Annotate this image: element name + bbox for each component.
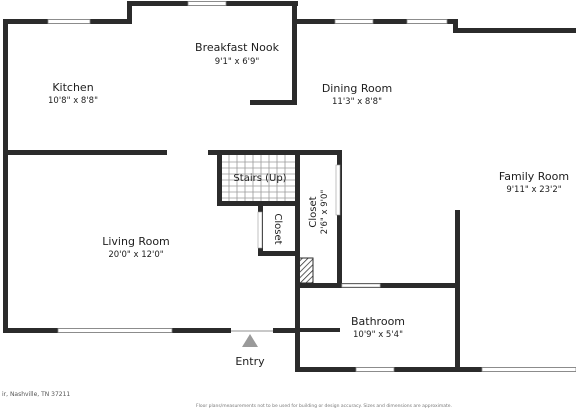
bathroom-label: Bathroom — [351, 315, 405, 328]
entry-threshold — [231, 330, 273, 332]
stairs-treads — [222, 155, 295, 201]
breakfast-nook-label: Breakfast Nook — [195, 41, 280, 54]
closet-large-label: Closet — [308, 196, 319, 227]
footer-disclaimer: Floor plans/measurements not to be used … — [196, 404, 452, 409]
entry-label: Entry — [235, 355, 265, 368]
entry-arrow-icon — [242, 334, 258, 347]
exterior-walls — [3, 1, 576, 372]
kitchen-dims: 10'8" x 8'8" — [48, 96, 98, 106]
closet-door-small — [257, 211, 263, 249]
stairs-label: Stairs (Up) — [233, 173, 286, 184]
utility-block — [298, 257, 314, 284]
breakfast-nook-dims: 9'1" x 6'9" — [215, 57, 260, 67]
dining-room-dims: 11'3" x 8'8" — [332, 97, 382, 107]
living-room-label: Living Room — [102, 235, 170, 248]
closet-large-dims: 2'6" x 9'0" — [320, 190, 330, 235]
closet-door — [335, 164, 341, 216]
kitchen-label: Kitchen — [52, 81, 93, 94]
footer-address: ir, Nashville, TN 37211 — [2, 391, 71, 398]
windows — [47, 1, 576, 372]
family-room-label: Family Room — [499, 170, 569, 183]
dining-room-label: Dining Room — [322, 82, 392, 95]
bathroom-dims: 10'9" x 5'4" — [353, 330, 403, 340]
family-room-dims: 9'11" x 23'2" — [506, 185, 561, 195]
closet-small-label: Closet — [272, 213, 283, 244]
living-room-dims: 20'0" x 12'0" — [108, 250, 163, 260]
